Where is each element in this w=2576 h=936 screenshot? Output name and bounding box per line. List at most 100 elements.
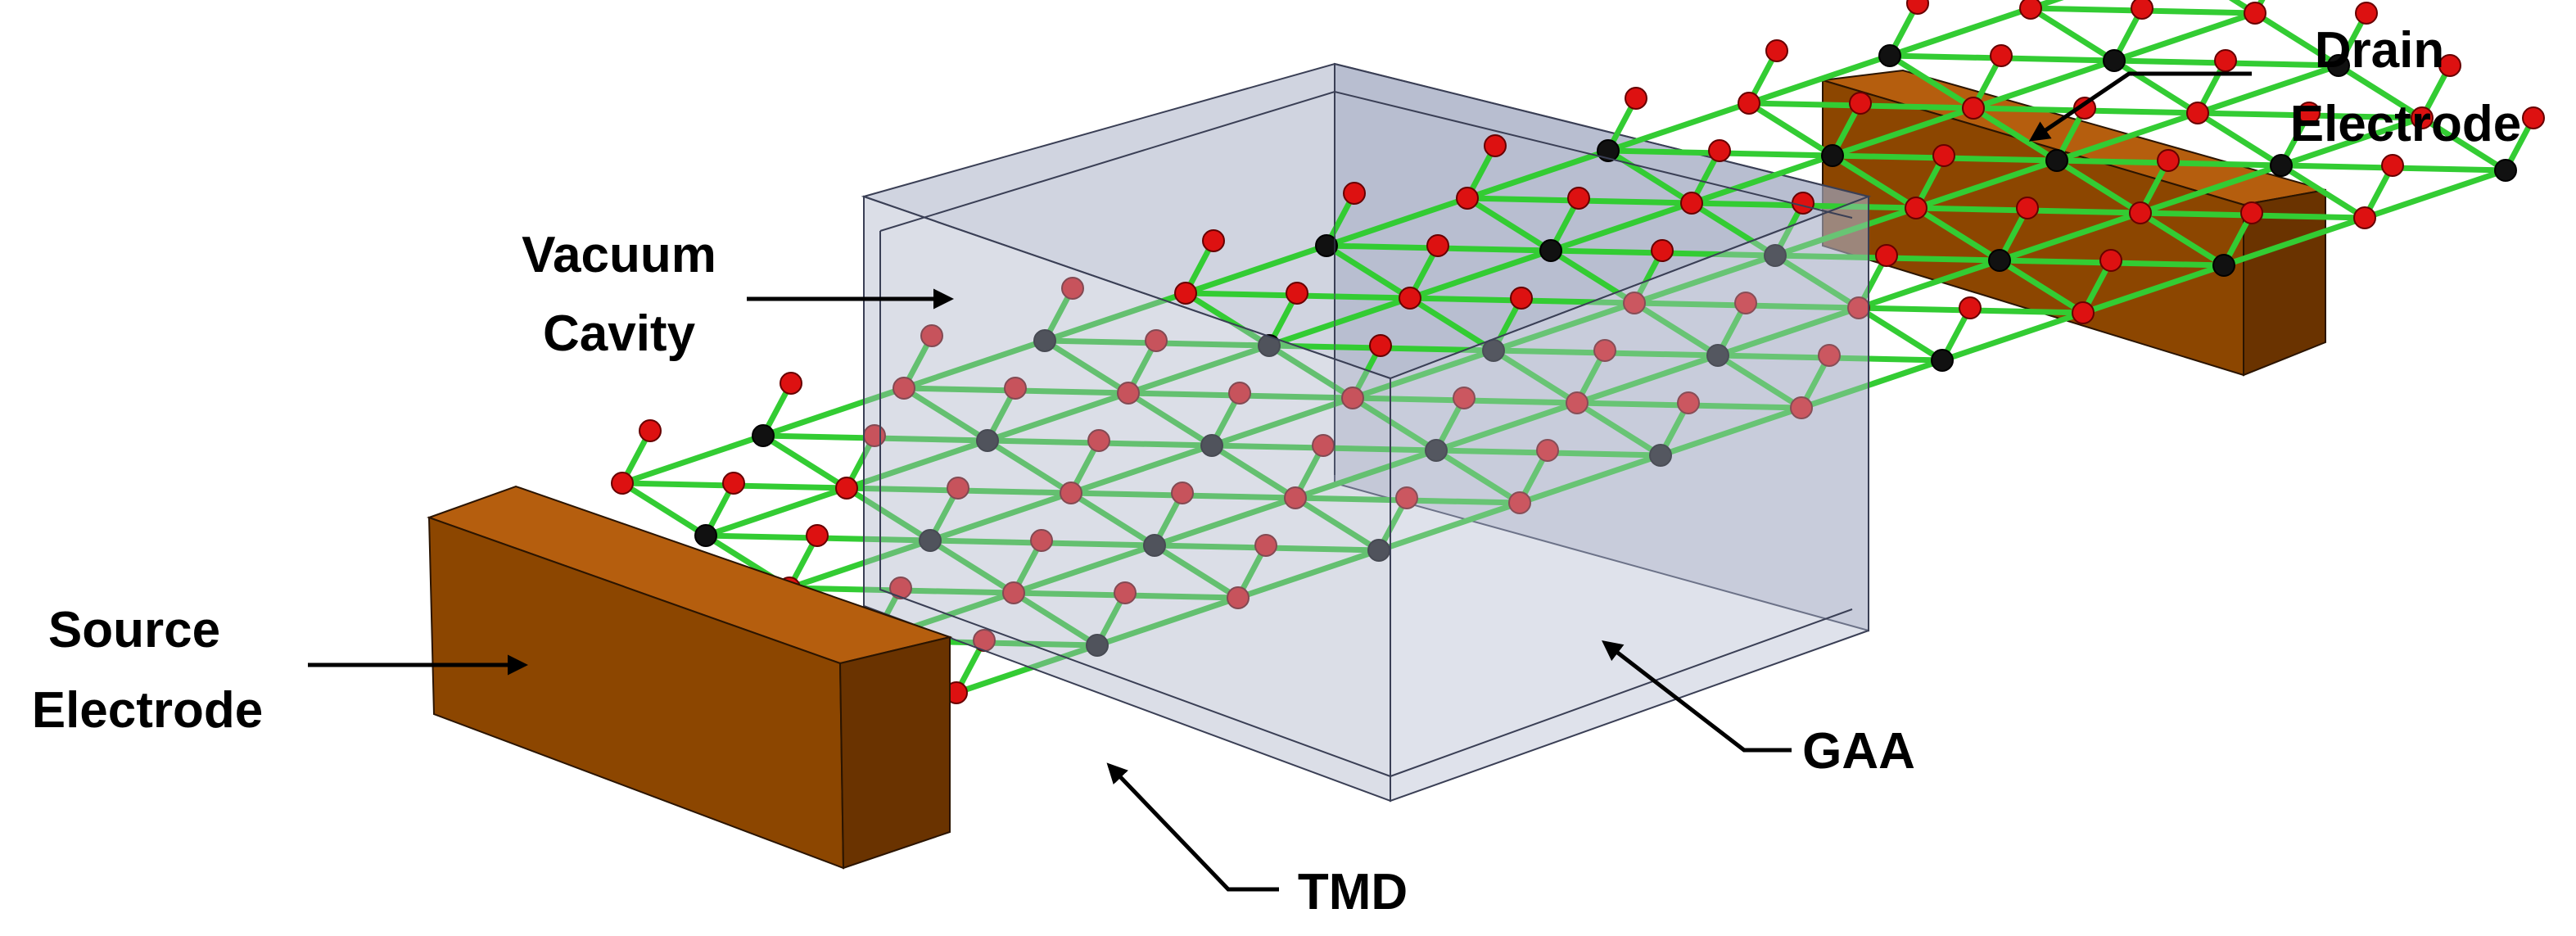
metal-atom: [780, 372, 802, 395]
metal-atom: [1341, 387, 1364, 409]
metal-atom: [1174, 282, 1197, 305]
lattice-bond: [1970, 57, 2117, 111]
metal-atom: [1286, 282, 1308, 305]
chalcogen-atom: [1539, 239, 1562, 262]
metal-atom: [1510, 287, 1533, 310]
drain-label-line2: Electrode: [2290, 96, 2522, 152]
lattice-bond: [953, 642, 1100, 696]
chalcogen-atom: [1425, 439, 1448, 462]
metal-atom: [1536, 439, 1559, 462]
metal-atom: [1061, 277, 1084, 300]
lattice-bond: [1407, 295, 1497, 354]
metal-atom: [1792, 192, 1814, 215]
metal-atom: [1625, 87, 1647, 110]
lattice-bond: [1574, 352, 1721, 406]
lattice-bond: [1829, 105, 1977, 159]
lattice-bond: [1548, 200, 1695, 254]
metal-atom: [1171, 482, 1194, 504]
lattice-bond: [984, 437, 1074, 496]
chalcogen-atom: [1988, 249, 2011, 272]
metal-atom: [1399, 287, 1421, 310]
lattice-bond: [1657, 405, 1805, 459]
metal-atom: [1680, 192, 1703, 215]
lattice-bond: [1887, 5, 2034, 59]
source-label-line1: Source: [48, 602, 220, 658]
lattice-bond: [1605, 147, 1695, 206]
gaa-arrow: [1602, 640, 1792, 753]
lattice-bond: [1433, 447, 1523, 506]
lattice-bond: [1292, 447, 1439, 501]
metal-atom: [1002, 581, 1025, 604]
metal-atom: [1932, 144, 1955, 167]
lattice-bond: [2335, 62, 2425, 121]
lattice-bond: [901, 385, 991, 444]
lattice-bond: [843, 485, 933, 544]
lattice-bond: [1094, 595, 1241, 649]
metal-atom: [2131, 0, 2153, 20]
metal-atom: [1593, 339, 1616, 362]
metal-atom: [611, 472, 634, 495]
lattice-bond: [1209, 442, 1299, 501]
lattice-bond: [1746, 52, 1893, 106]
metal-atom: [1567, 187, 1590, 210]
lattice-bond: [2194, 110, 2285, 169]
lattice-bond: [984, 390, 1132, 444]
metal-atom: [889, 577, 912, 599]
metal-atom: [1087, 429, 1110, 452]
metal-atom: [1228, 382, 1251, 405]
chalcogen-atom: [1200, 434, 1223, 457]
lattice-bond: [1349, 395, 1439, 454]
lattice-bond: [1715, 305, 1862, 359]
chalcogen-atom: [1878, 44, 1901, 67]
lattice-bond: [1574, 400, 1664, 459]
metal-atom: [2129, 201, 2152, 224]
metal-atom: [1484, 134, 1507, 157]
metal-atom: [1004, 377, 1027, 400]
drain-arrow: [2028, 71, 2252, 142]
chalcogen-atom: [2212, 254, 2235, 277]
lattice-bond: [2194, 62, 2342, 116]
lattice-bond: [1349, 347, 1497, 401]
lattice-bond: [927, 490, 1074, 544]
lattice-bond: [1829, 152, 1919, 211]
tmd-arrow: [1106, 762, 1279, 892]
lattice-bond: [1292, 495, 1382, 554]
lattice-bond: [703, 485, 850, 539]
lattice-bond: [901, 337, 1048, 391]
lattice-bond: [1010, 590, 1100, 649]
lattice-bond: [1996, 257, 2086, 316]
lattice-bond: [1464, 147, 1611, 201]
source-label-line2: Electrode: [32, 682, 264, 739]
lattice-bond: [619, 432, 766, 486]
vacuum-cavity-front: [863, 90, 1869, 803]
lattice-bond: [1182, 242, 1330, 296]
label-vacuum-cavity: Vacuum Cavity: [522, 227, 954, 362]
chalcogen-atom: [2103, 49, 2126, 72]
metal-atom: [1765, 39, 1788, 62]
chalcogen-atom: [1764, 244, 1787, 267]
gaa-label: GAA: [1802, 723, 1915, 780]
lattice-bond: [1855, 257, 2003, 311]
chalcogen-atom: [2494, 159, 2517, 182]
lattice-bond: [1042, 337, 1132, 396]
lattice-bond: [1068, 490, 1158, 549]
metal-atom: [2240, 201, 2263, 224]
metal-atom: [2438, 54, 2461, 77]
lattice-bond: [1605, 100, 1752, 154]
chalcogen-atom: [1597, 139, 1620, 162]
lattice-bond: [1996, 210, 2144, 264]
lattice-bond: [1376, 500, 1523, 554]
metal-atom: [2411, 106, 2434, 129]
lattice-bond: [1125, 390, 1215, 449]
metal-atom: [1284, 486, 1307, 509]
chalcogen-atom: [1033, 329, 1056, 352]
metal-atom: [1508, 491, 1531, 514]
drain-label-line1: Drain: [2315, 22, 2444, 79]
lattice-bond: [927, 537, 1017, 596]
lattice-bond: [1433, 400, 1580, 454]
lattice-bond: [2027, 0, 2064, 11]
metal-atom: [1343, 182, 1366, 205]
metal-atom: [2355, 2, 2378, 25]
metal-atom: [1060, 482, 1082, 504]
